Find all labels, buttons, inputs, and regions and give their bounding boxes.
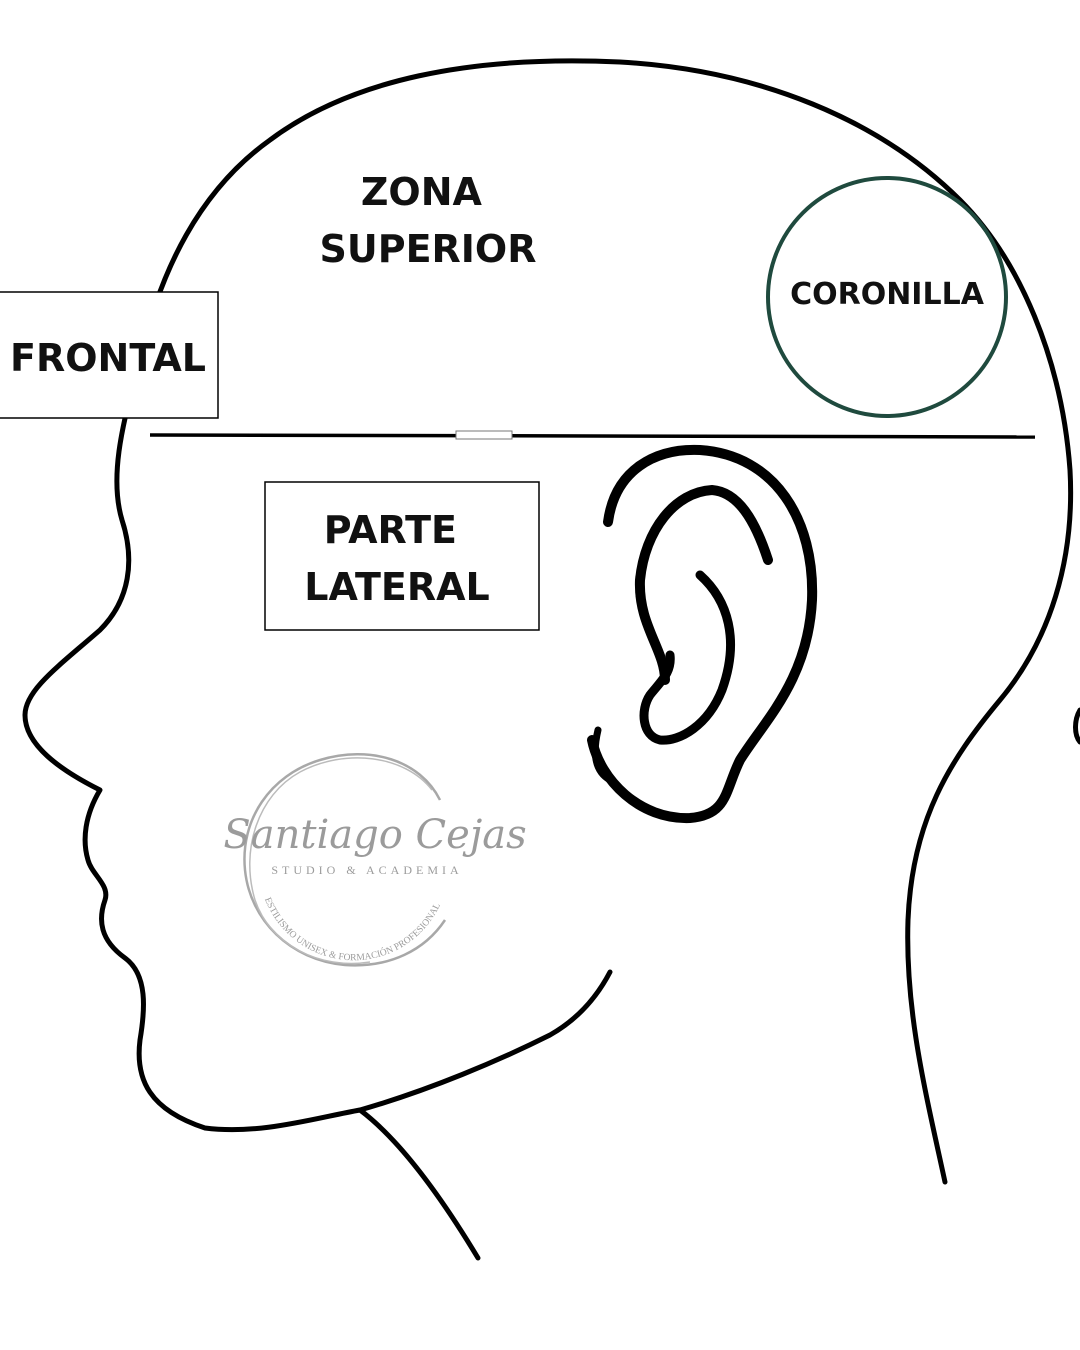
label-zona-superior: ZONA SUPERIOR [320, 170, 537, 271]
ear-helix-inner [634, 485, 773, 685]
coronilla-circle [766, 176, 1008, 418]
watermark-ring-text: ESTILISMO UNISEX & FORMACIÓN PROFESIONAL [262, 896, 443, 963]
ear-outer-rim-end [591, 726, 614, 784]
watermark-name: Santiago Cejas [223, 812, 526, 858]
division-line [149, 433, 1036, 439]
watermark-swirl [243, 753, 447, 967]
ear-antihelix [639, 570, 736, 745]
parte-lateral-box [264, 481, 540, 631]
watermark-subtitle: STUDIO & ACADEMIA [271, 863, 462, 877]
label-parte-lateral: PARTE LATERAL [304, 508, 489, 609]
label-coronilla: CORONILLA [790, 277, 985, 312]
ear-drawing [587, 444, 818, 824]
watermark-logo: Santiago Cejas STUDIO & ACADEMIA ESTILIS… [223, 753, 527, 967]
label-frontal: FRONTAL [10, 336, 206, 380]
division-line-gap [455, 430, 513, 440]
label-lateral: LATERAL [304, 565, 489, 609]
label-zona: ZONA [361, 170, 483, 214]
watermark-swirl-2 [249, 757, 433, 965]
watermark-ring-textpath: ESTILISMO UNISEX & FORMACIÓN PROFESIONAL [262, 896, 443, 963]
neck-front-line [357, 1107, 481, 1261]
ear-outer-rim [587, 444, 818, 824]
head-outline [22, 58, 1074, 1185]
frontal-box [0, 291, 219, 419]
label-parte: PARTE [324, 508, 457, 552]
edge-mark [1073, 707, 1080, 745]
label-superior: SUPERIOR [320, 227, 537, 271]
